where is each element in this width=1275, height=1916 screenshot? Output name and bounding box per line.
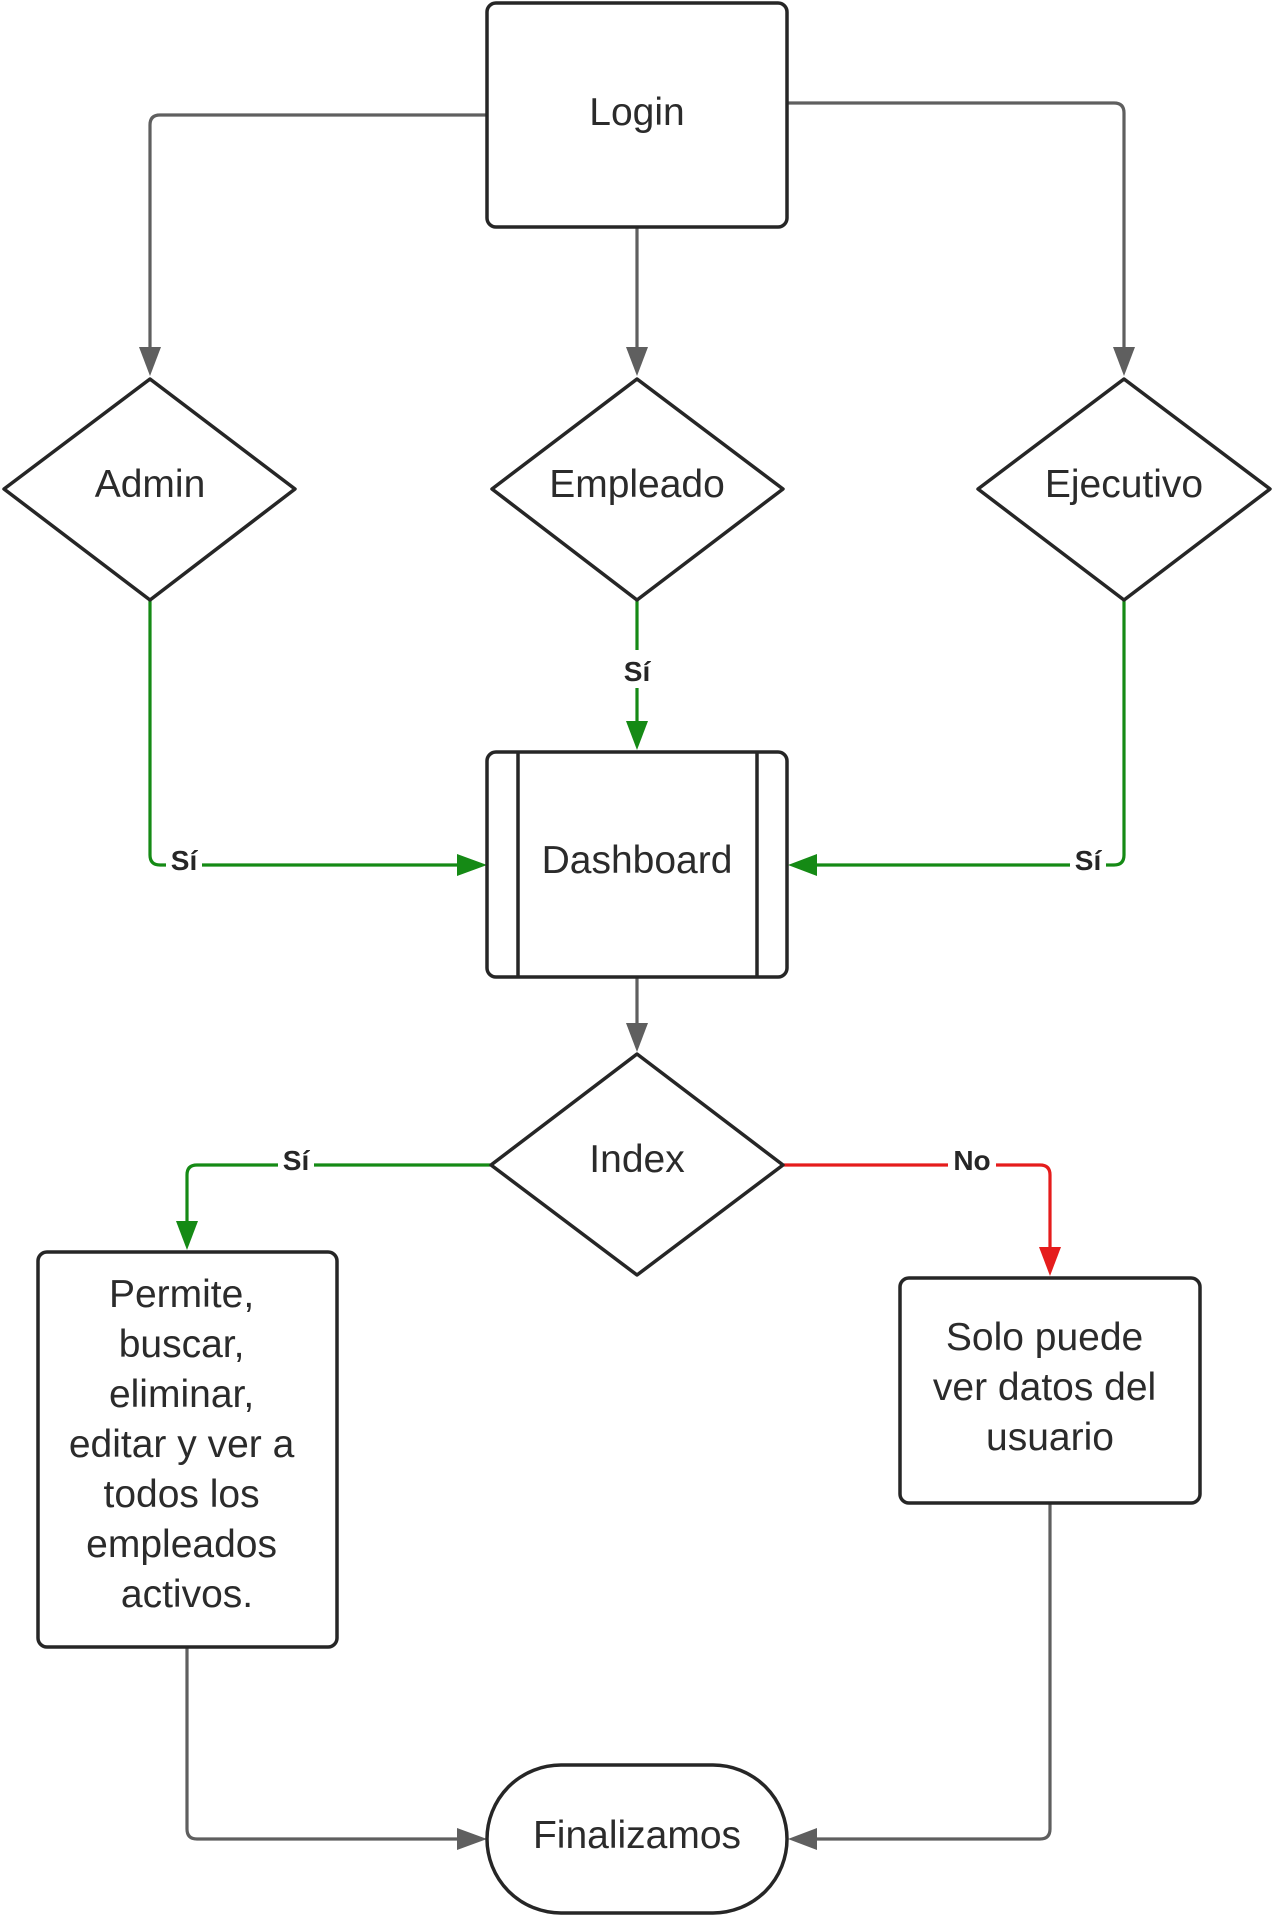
finalizamos-pill xyxy=(485,1763,789,1915)
edge-index-permite xyxy=(185,1163,490,1224)
node-admin: Admin xyxy=(2,377,297,602)
arrowhead-empleado-dashboard xyxy=(626,721,648,750)
permite-box xyxy=(36,1250,339,1649)
ejecutivo-label: Ejecutivo xyxy=(1045,463,1203,506)
node-empleado: Empleado xyxy=(490,377,785,602)
arrowhead-ejecutivo-dashboard xyxy=(788,854,817,876)
node-index: Index xyxy=(489,1052,785,1277)
admin-label: Admin xyxy=(95,463,206,506)
edge-permite-finalizamos xyxy=(185,1647,460,1841)
edge-index-solo xyxy=(784,1163,1052,1250)
edge-label-index-permite: Sí xyxy=(283,1145,311,1176)
edge-label-empleado-dashboard: Sí xyxy=(624,656,652,687)
permite-line-4: editar y ver a xyxy=(69,1423,295,1466)
permite-line-6: empleados xyxy=(86,1523,277,1566)
edge-admin-dashboard xyxy=(148,600,460,867)
permite-line-3: eliminar, xyxy=(109,1373,254,1416)
login-box xyxy=(485,1,789,229)
solo-line-2: ver datos del xyxy=(933,1366,1156,1409)
index-label: Index xyxy=(589,1138,685,1181)
edge-label-index-solo: No xyxy=(953,1145,990,1176)
edge-label-admin-dashboard: Sí xyxy=(171,845,199,876)
solo-box xyxy=(898,1276,1202,1505)
arrowhead-permite-finalizamos xyxy=(457,1828,487,1850)
solo-line-1: Solo puede xyxy=(946,1316,1143,1359)
permite-line-2: buscar, xyxy=(119,1323,245,1366)
node-finalizamos: Finalizamos xyxy=(485,1763,789,1915)
node-ejecutivo: Ejecutivo xyxy=(976,377,1272,602)
label-bg-ejecutivo-dashboard xyxy=(1070,846,1106,884)
dashboard-box xyxy=(485,750,789,979)
arrowhead-admin-dashboard xyxy=(457,854,487,876)
solo-line-3: usuario xyxy=(986,1416,1114,1459)
node-solo-puede: Solo puede ver datos del usuario xyxy=(898,1276,1202,1505)
permite-line-5: todos los xyxy=(104,1473,260,1516)
node-login: Login xyxy=(485,1,789,229)
arrowhead-index-permite xyxy=(176,1221,198,1250)
empleado-diamond xyxy=(490,377,785,602)
label-bg-empleado-dashboard xyxy=(618,650,656,688)
arrowhead-login-ejecutivo xyxy=(1113,347,1135,376)
label-bg-index-permite xyxy=(278,1146,314,1184)
label-bg-admin-dashboard xyxy=(166,846,202,884)
edge-label-ejecutivo-dashboard: Sí xyxy=(1075,845,1103,876)
finalizamos-label: Finalizamos xyxy=(533,1814,741,1857)
edge-ejecutivo-dashboard xyxy=(814,600,1126,867)
node-dashboard: Dashboard xyxy=(485,750,789,979)
arrowhead-dashboard-index xyxy=(626,1023,648,1052)
permite-line-1: Permite, xyxy=(109,1273,254,1316)
edge-login-ejecutivo xyxy=(787,101,1126,350)
permite-label: Permite, buscar, eliminar, editar y ver … xyxy=(69,1273,305,1616)
empleado-label: Empleado xyxy=(549,463,725,506)
solo-label: Solo puede ver datos del usuario xyxy=(933,1316,1167,1459)
arrowhead-index-solo xyxy=(1039,1247,1061,1276)
node-permite: Permite, buscar, eliminar, editar y ver … xyxy=(36,1250,339,1649)
permite-line-7: activos. xyxy=(121,1573,253,1616)
arrowhead-login-admin xyxy=(139,347,161,376)
label-bg-index-solo xyxy=(948,1146,996,1184)
edge-login-admin xyxy=(148,113,487,350)
login-label: Login xyxy=(589,91,684,134)
arrowhead-solo-finalizamos xyxy=(788,1828,817,1850)
arrowhead-login-empleado xyxy=(626,347,648,376)
index-diamond xyxy=(489,1052,785,1277)
ejecutivo-diamond xyxy=(976,377,1272,602)
dashboard-label: Dashboard xyxy=(542,839,733,882)
edge-solo-finalizamos xyxy=(814,1503,1052,1841)
admin-diamond xyxy=(2,377,297,602)
